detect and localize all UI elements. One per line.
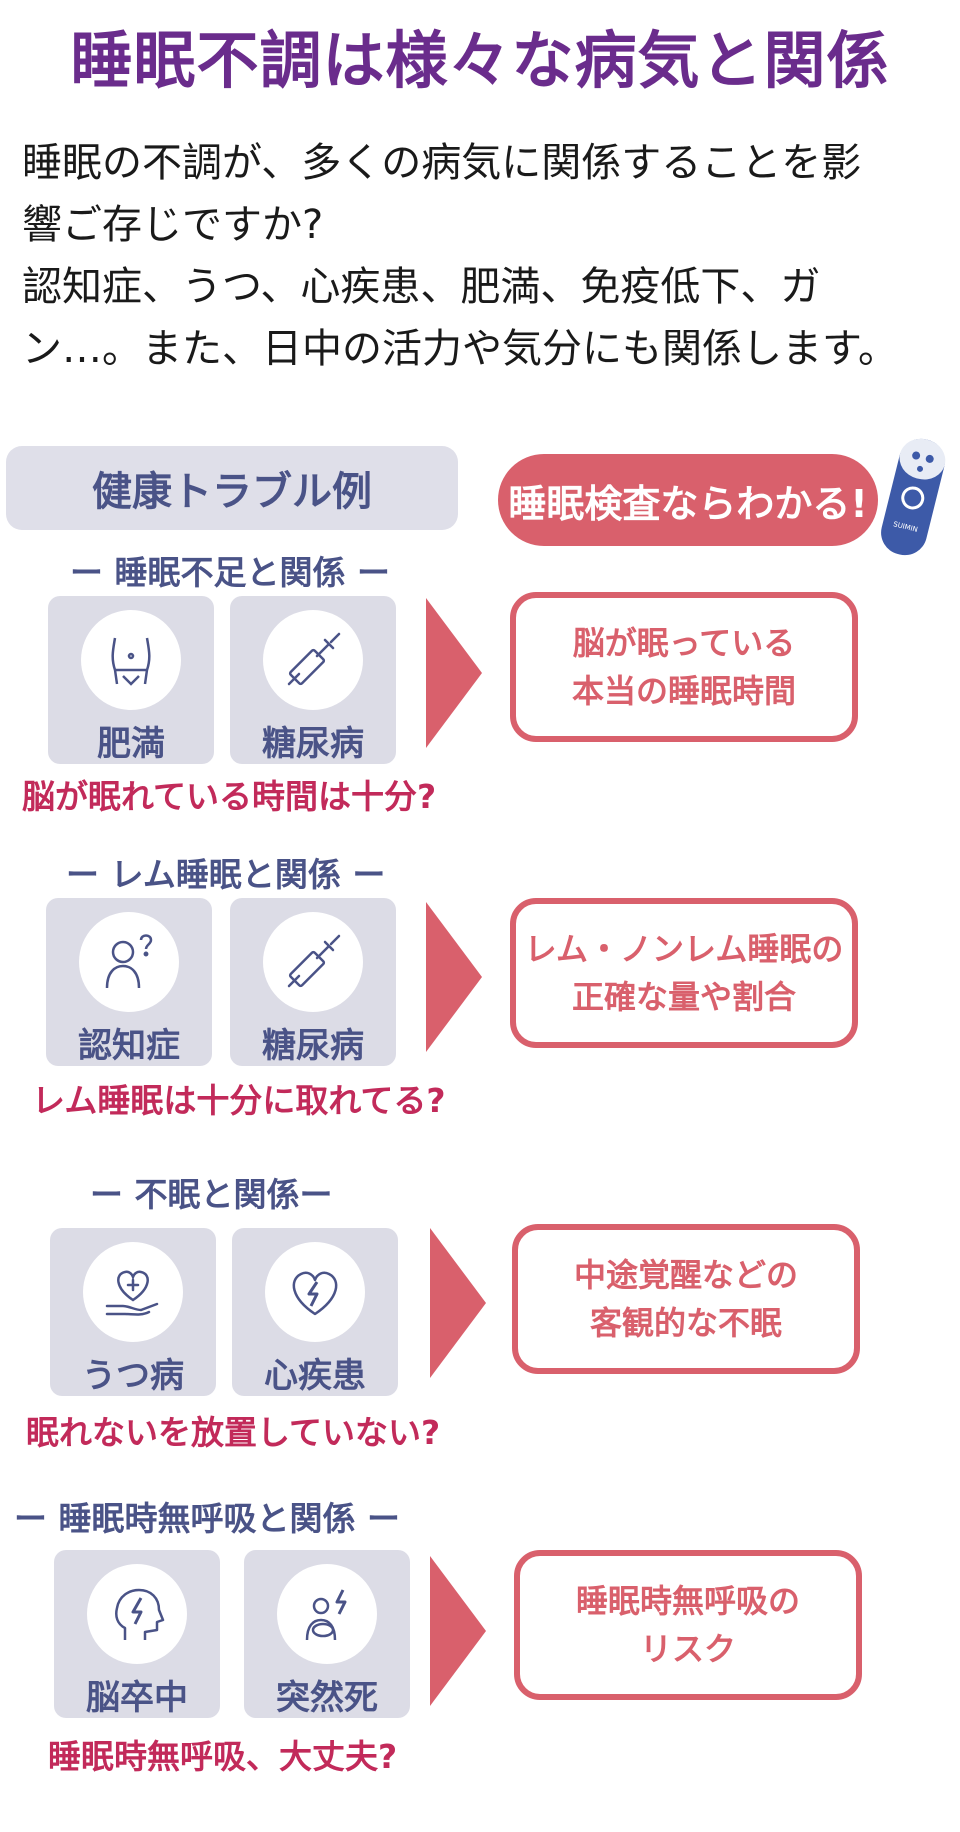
sleep-test-header: 睡眠検査ならわかる!	[498, 454, 878, 546]
intro-line: 認知症、うつ、心疾患、肥満、免疫低下、ガ	[22, 264, 821, 310]
condition-label: うつ病	[82, 1356, 184, 1396]
condition-label: 糖尿病	[262, 1026, 364, 1066]
section-label: ー レム睡眠と関係 ー	[66, 855, 386, 894]
condition-card-dementia: 認知症	[46, 898, 212, 1066]
condition-card-diabetes: 糖尿病	[230, 898, 396, 1066]
syringe-icon	[263, 610, 363, 710]
condition-label: 肥満	[97, 724, 165, 764]
section-label: ー 不眠と関係ー	[90, 1175, 333, 1214]
section-question: 脳が眠れている時間は十分?	[22, 777, 437, 816]
arrow-icon	[430, 1228, 486, 1378]
arrow-icon	[426, 598, 482, 748]
condition-label: 脳卒中	[86, 1678, 188, 1718]
condition-card-stroke: 脳卒中	[54, 1550, 220, 1718]
result-line: 客観的な不眠	[589, 1304, 782, 1342]
section-question: 眠れないを放置していない?	[26, 1413, 441, 1452]
section-question: レム睡眠は十分に取れてる?	[32, 1081, 446, 1120]
heart-bolt-icon	[265, 1242, 365, 1342]
belly-icon	[81, 610, 181, 710]
result-line: 本当の睡眠時間	[571, 672, 796, 710]
condition-card-heart-disease: 心疾患	[232, 1228, 398, 1396]
sleep-device-image: SUIMIN	[880, 432, 946, 562]
intro-line: 響ご存じですか?	[22, 202, 324, 248]
condition-label: 糖尿病	[262, 724, 364, 764]
result-line: 中途覚醒などの	[573, 1256, 798, 1294]
result-line: リスク	[639, 1630, 736, 1668]
condition-card-diabetes: 糖尿病	[230, 596, 396, 764]
result-line: レム・ノンレム睡眠の	[524, 930, 844, 968]
result-box: 中途覚醒などの 客観的な不眠	[512, 1224, 860, 1374]
health-trouble-header: 健康トラブル例	[6, 446, 458, 530]
confused-person-icon	[79, 912, 179, 1012]
condition-label: 突然死	[276, 1678, 378, 1718]
syringe-icon	[263, 912, 363, 1012]
mother-baby-icon	[277, 1564, 377, 1664]
condition-card-depression: うつ病	[50, 1228, 216, 1396]
condition-label: 認知症	[78, 1026, 180, 1066]
result-box: レム・ノンレム睡眠の 正確な量や割合	[510, 898, 858, 1048]
intro-text: 睡眠の不調が、多くの病気に関係することを影 響ご存じですか? 認知症、うつ、心疾…	[22, 132, 942, 380]
arrow-icon	[430, 1556, 486, 1706]
section-label: ー 睡眠不足と関係 ー	[70, 553, 390, 592]
head-bolt-icon	[87, 1564, 187, 1664]
section-label: ー 睡眠時無呼吸と関係 ー	[14, 1499, 400, 1538]
result-box: 睡眠時無呼吸の リスク	[514, 1550, 862, 1700]
section-question: 睡眠時無呼吸、大丈夫?	[48, 1737, 398, 1776]
result-box: 脳が眠っている 本当の睡眠時間	[510, 592, 858, 742]
condition-card-obesity: 肥満	[48, 596, 214, 764]
condition-label: 心疾患	[264, 1356, 366, 1396]
intro-line: ン…。また、日中の活力や気分にも関係します。	[22, 326, 898, 372]
result-line: 睡眠時無呼吸の	[575, 1582, 800, 1620]
intro-line: 睡眠の不調が、多くの病気に関係することを影	[22, 140, 862, 186]
page-title: 睡眠不調は様々な病気と関係	[70, 24, 890, 97]
arrow-icon	[426, 902, 482, 1052]
condition-card-sudden-death: 突然死	[244, 1550, 410, 1718]
heart-hand-icon	[83, 1242, 183, 1342]
result-line: 正確な量や割合	[571, 978, 796, 1016]
result-line: 脳が眠っている	[572, 624, 796, 662]
